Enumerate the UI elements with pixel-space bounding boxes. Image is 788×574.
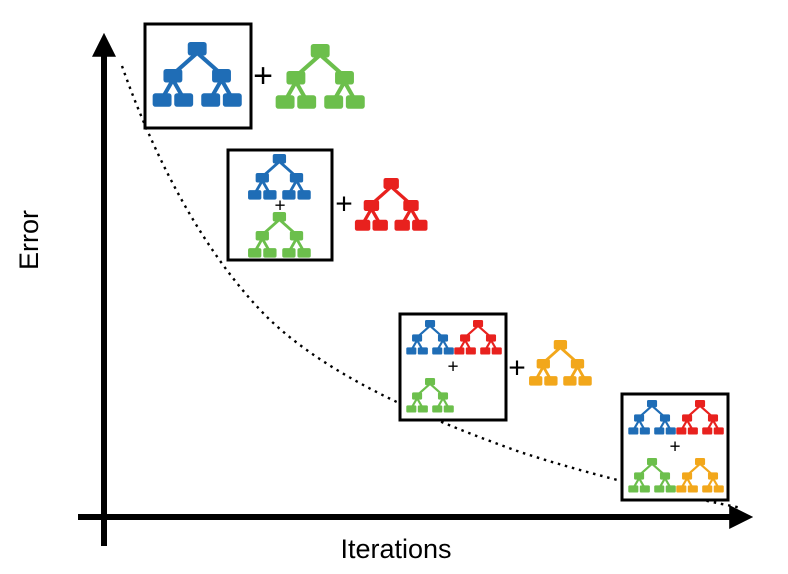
stage-2: + +: [226, 148, 430, 262]
ensemble-box-3: [398, 312, 508, 422]
tree-green-added-stage1: [276, 44, 365, 109]
tree-orange-added-stage3: [527, 338, 594, 388]
plus-sign-inside-stage4: +: [669, 437, 680, 458]
plus-sign-stage3: +: [508, 352, 526, 385]
plus-sign-stage1: +: [253, 57, 273, 95]
stage-1: +: [143, 22, 365, 130]
stage-4: +: [620, 392, 730, 502]
plus-sign-stage2: +: [335, 188, 353, 221]
x-axis-label: Iterations: [340, 534, 451, 564]
y-axis-label: Error: [14, 210, 44, 270]
stage-3: + +: [398, 312, 594, 422]
plus-sign-inside-stage2: +: [274, 196, 285, 217]
plus-sign-inside-stage3: +: [447, 357, 458, 378]
error-curve: [120, 65, 743, 510]
ensemble-box-1: [143, 22, 253, 130]
ensemble-box-2: [226, 148, 334, 262]
tree-red-added-stage2: [353, 176, 430, 233]
